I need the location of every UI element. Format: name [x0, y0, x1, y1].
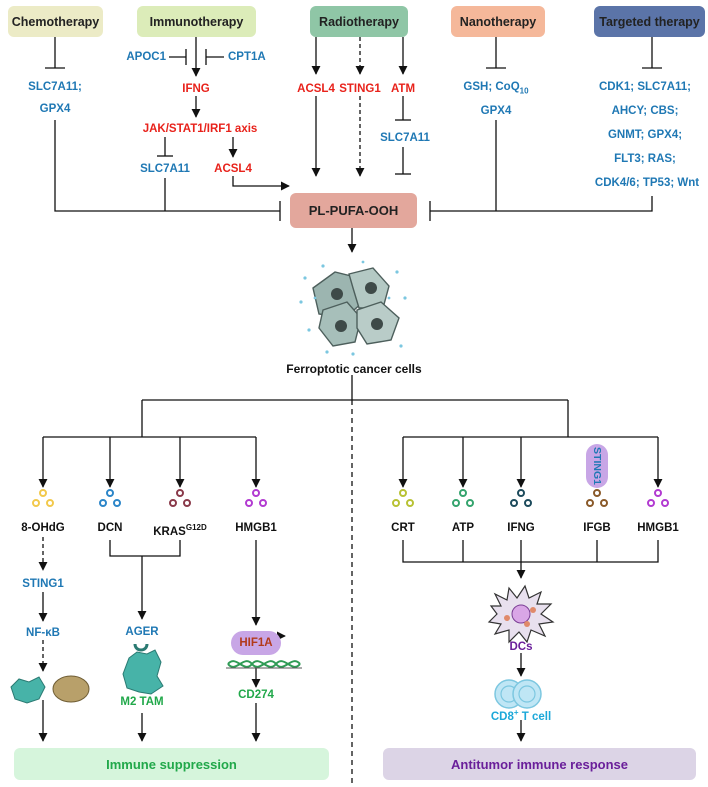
ferroptotic-cells-illustration	[299, 260, 407, 356]
ager-label: AGER	[125, 626, 159, 638]
immune-cells-icon	[10, 675, 90, 704]
apoc1-label: APOC1	[126, 51, 166, 63]
radiotherapy-box: Radiotherapy	[310, 6, 408, 37]
ifgb-label: IFGB	[583, 522, 611, 534]
dcn-molecule-icon	[99, 489, 121, 509]
crt-label: CRT	[391, 522, 415, 534]
8-ohdg-molecule-icon	[32, 489, 54, 509]
dendritic-cell-icon	[487, 584, 555, 644]
ferroptotic-cancer-cells-label: Ferroptotic cancer cells	[286, 362, 422, 376]
dcs-label: DCs	[509, 641, 533, 653]
antitumor-immune-response-box: Antitumor immune response	[383, 748, 696, 780]
8-ohdg-label: 8-OHdG	[21, 522, 65, 534]
right-hmgb1-molecule-icon	[647, 489, 669, 509]
nf-kb-label: NF-κB	[26, 627, 60, 639]
right-sting1-oval	[586, 444, 608, 488]
ifng-molecule-icon	[510, 489, 532, 509]
radio-acsl4-label: ACSL4	[297, 83, 335, 95]
nano-gpx4-label: GPX4	[480, 105, 512, 117]
targeted-line5: CDK4/6; TP53; Wnt	[594, 177, 700, 189]
nano-gsh-coq10-label: GSH; CoQ10	[463, 81, 529, 96]
jak-stat1-irf1-axis-label: JAK/STAT1/IRF1 axis	[142, 123, 258, 135]
m2-tam-macrophage-icon	[122, 643, 164, 695]
chemo-target-gpx4: GPX4	[39, 103, 71, 115]
immuno-acsl4-label: ACSL4	[214, 163, 252, 175]
cd274-label: CD274	[238, 689, 274, 701]
hmgb1-molecule-icon	[245, 489, 267, 509]
chemo-target-slc7a11: SLC7A11;	[28, 81, 82, 93]
chemotherapy-box: Chemotherapy	[8, 6, 103, 37]
radio-atm-label: ATM	[390, 83, 416, 95]
atp-molecule-icon	[452, 489, 474, 509]
cd8-t-cell-icon	[494, 679, 542, 709]
right-ifng-label: IFNG	[507, 522, 535, 534]
right-hmgb1-label: HMGB1	[637, 522, 679, 534]
immuno-slc7a11-label: SLC7A11	[140, 163, 190, 175]
crt-molecule-icon	[392, 489, 414, 509]
right-sting1-label: STING1	[591, 447, 603, 485]
targeted-line1: CDK1; SLC7A11;	[598, 81, 692, 93]
nanotherapy-box: Nanotherapy	[451, 6, 545, 37]
radio-sting1-label: STING1	[339, 83, 381, 95]
targeted-line2: AHCY; CBS;	[611, 105, 679, 117]
radio-slc7a11-label: SLC7A11	[380, 132, 430, 144]
pl-pufa-ooh-box: PL-PUFA-OOH	[290, 193, 417, 228]
kras-g12d-label: KRASG12D	[153, 523, 207, 538]
immune-suppression-box: Immune suppression	[14, 748, 329, 780]
m2-tam-label: M2 TAM	[120, 696, 164, 708]
left-hmgb1-label: HMGB1	[235, 522, 277, 534]
ifng-label: IFNG	[182, 83, 210, 95]
immunotherapy-box: Immunotherapy	[137, 6, 256, 37]
targeted-therapy-box: Targeted therapy	[594, 6, 705, 37]
hif1a-oval: HIF1A	[231, 631, 281, 655]
targeted-line4: FLT3; RAS;	[614, 153, 676, 165]
cpt1a-label: CPT1A	[228, 51, 266, 63]
left-sting1-label: STING1	[22, 578, 64, 590]
dcn-label: DCN	[97, 522, 123, 534]
ifgb-molecule-icon	[586, 489, 608, 509]
atp-label: ATP	[451, 522, 475, 534]
kras-molecule-icon	[169, 489, 191, 509]
targeted-line3: GNMT; GPX4;	[607, 129, 683, 141]
cd8-t-cell-label: CD8+ T cell	[490, 708, 552, 723]
